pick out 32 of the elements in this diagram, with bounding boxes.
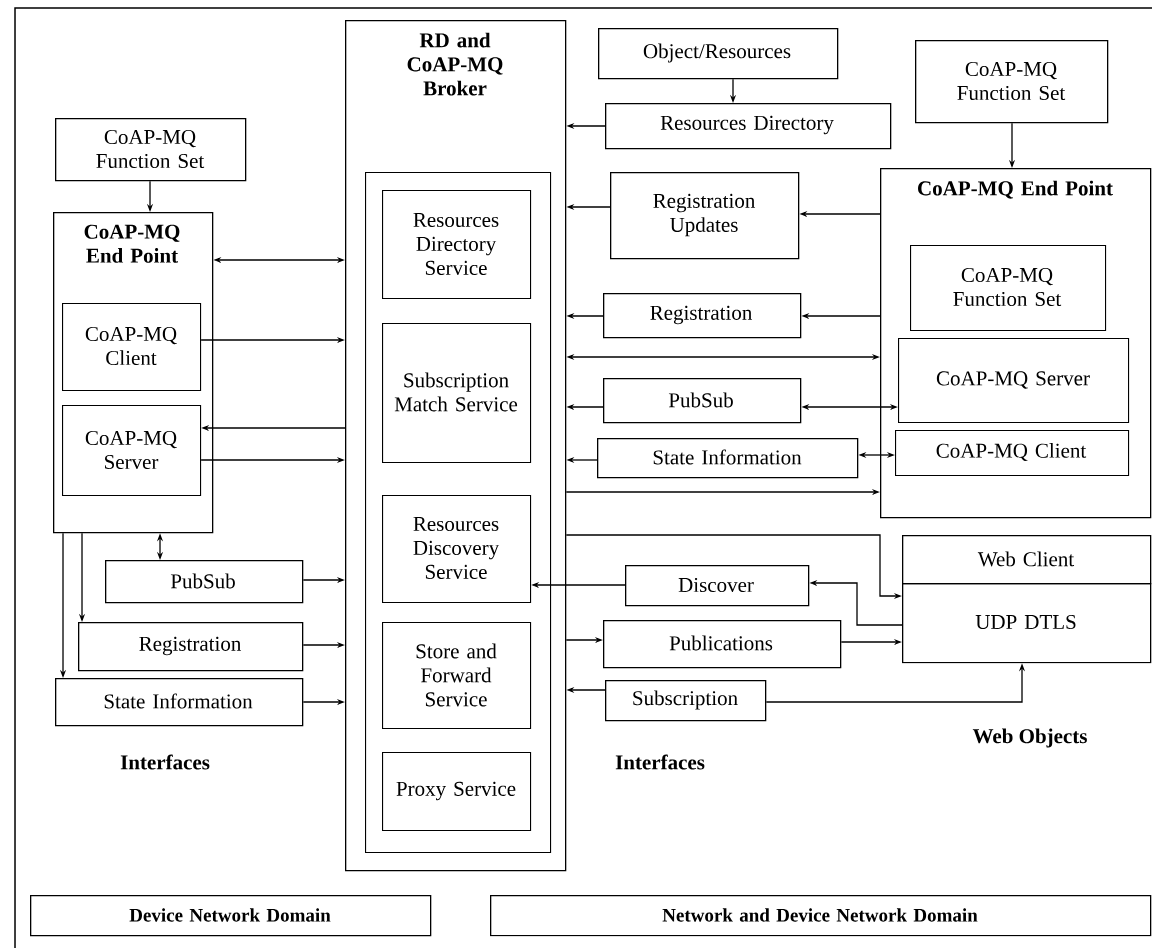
interface-box: Registration (78, 622, 304, 672)
interface-box: State Information (55, 678, 304, 727)
domain-box: Device Network Domain (30, 895, 432, 937)
interface-box: Registration (603, 293, 802, 339)
interface-box: Publications (603, 620, 842, 669)
interface-box: PubSub (603, 378, 802, 424)
domain-box: Network and Device Network Domain (490, 895, 1152, 937)
protocol-box: UDP DTLS (902, 583, 1152, 664)
service-box: Proxy Service (382, 752, 532, 832)
section-label: Interfaces (120, 754, 210, 770)
directory-box: Resources Directory (605, 103, 892, 150)
interface-box: PubSub (105, 560, 304, 604)
section-label: Web Objects (972, 728, 1087, 748)
interface-box: Discover (625, 565, 810, 607)
client-box: CoAP-MQ Client (895, 430, 1130, 477)
interface-box: Registration Updates (610, 172, 800, 260)
client-box: Web Client (902, 535, 1152, 585)
server-box: CoAP-MQ Server (898, 338, 1130, 424)
interface-box: Subscription (605, 680, 767, 722)
container-box (365, 172, 552, 854)
resource-box: Object/Resources (598, 28, 839, 80)
function-set-box: CoAP-MQ Function Set (915, 40, 1109, 124)
server-box: CoAP-MQ Server (62, 405, 202, 497)
section-label: Interfaces (615, 754, 705, 770)
interface-box: State Information (597, 438, 859, 479)
function-set-box: CoAP-MQ Function Set (55, 118, 247, 182)
service-box: Resources Discovery Service (382, 495, 532, 604)
service-box: Store and Forward Service (382, 622, 532, 730)
function-set-box: CoAP-MQ Function Set (910, 245, 1107, 332)
service-box: Subscription Match Service (382, 323, 532, 464)
service-box: Resources Directory Service (382, 190, 532, 300)
client-box: CoAP-MQ Client (62, 303, 202, 392)
